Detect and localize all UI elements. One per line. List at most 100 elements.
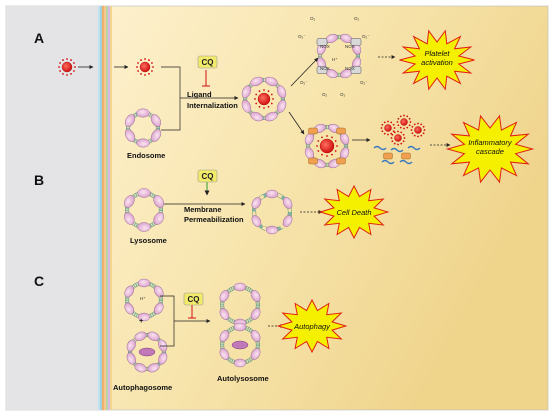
nox-label-3: NOX [320,66,330,71]
ligand-extracellular-dot [73,70,75,72]
o2-label-2: O₂ [354,16,360,21]
ligand-extracellular-dot [59,70,61,72]
ligand-extracellular-core [61,61,73,73]
ligand-in-endosome-dot [270,102,273,105]
dna-fragment [381,159,395,165]
h-plus-label-a: H⁺ [332,57,338,62]
ligand-intracellular-dot [140,59,142,61]
o2-radical-label-3: O₂⁻ [300,80,308,85]
released-ligand-dot [422,132,425,135]
label-autolysosome: Autolysosome [217,374,269,383]
released-ligand [396,114,412,130]
lysosome-permeabilized-protein [282,197,293,209]
autolysosome-top-protein [219,290,230,302]
ligand-intracellular-dot [140,73,142,75]
released-ligand-dot [402,133,405,136]
ligand-in-tlr-endosome-dot [331,153,333,156]
released-ligand-dot [393,127,396,129]
ligand-in-endosome-dot [263,89,265,91]
released-ligand-dot [413,134,416,137]
ligand-in-endosome [254,89,274,109]
dna-fragment [407,145,421,151]
label-lysosome: Lysosome [130,236,167,245]
panel-label-b: B [34,172,44,188]
autolysosome-top-protein [250,308,261,320]
released-ligand-dot [397,124,400,127]
tlr-protein [308,157,318,165]
internalization-bracket [161,66,181,131]
lysosome-c-protein [124,285,135,298]
ligand-extracellular-dot [70,73,72,75]
lysosome-b-protein [123,212,135,225]
released-ligand-dot [390,137,393,139]
released-ligand-dot [423,129,426,131]
released-ligand-dot [417,122,419,125]
o2-label-3: O₂ [322,92,328,97]
endosome-loaded-bilayer [243,78,285,120]
endosome-a-protein [136,108,150,118]
released-ligand-dot [408,124,411,127]
released-ligand-dot [400,142,403,145]
endosome-loaded-protein [264,76,278,87]
endosome-a-protein [150,129,162,142]
lysosome-c-protein [153,285,164,298]
autophagosome-protein [158,339,168,352]
endosome-loaded-protein [276,99,287,113]
released-ligand-core [384,124,392,132]
endosome-tlr-inner [309,128,345,164]
ligand-in-tlr-endosome-dot [331,136,333,139]
lysosome-c-protein [137,312,151,322]
arrow-to-nox [290,57,319,87]
autophagosome-protein [158,352,168,365]
ligand-extracellular-dot [73,62,75,64]
burst-inflammatory-cascade: Inflammatory cascade [445,114,535,184]
released-ligand-dot [399,115,402,118]
released-ligand-dot [411,132,414,135]
released-ligand [380,120,396,136]
endosome-a-protein [124,129,136,142]
o2-radical-label-2: O₂⁻ [362,34,370,39]
ligand-extracellular-dot [59,62,61,64]
label-ligand: Ligand [187,90,212,99]
lysosome-permeabilized-protein [282,215,293,227]
autolysosome-bottom-protein [219,348,230,360]
autophagosome-protein [147,363,160,373]
released-ligand-dot [397,143,399,146]
o2-label-1: O₂ [310,16,316,21]
endosome-loaded-protein [276,85,287,99]
released-ligand-dot [381,130,384,133]
autolysosome-top-protein [219,308,230,320]
nox-label-4: NOX [345,66,355,71]
ligand-in-tlr-endosome-dot [317,150,320,152]
endosome-loaded-protein [241,85,252,99]
nox-protein [350,66,362,74]
label-autophagosome: Autophagosome [113,383,172,392]
autophagosome-bilayer [128,333,166,371]
endosome-tlr [305,124,349,168]
label-membrane: Membrane [184,205,222,214]
ligand-extracellular-dot [66,58,68,60]
ligand-extracellular [58,58,76,76]
ligand-intracellular-core [139,61,151,73]
panel-label-a: A [34,30,44,46]
released-ligand-dot [413,123,416,126]
endosome-tlr-outer [305,124,349,168]
released-ligand-dot [422,125,425,128]
cell-membrane [98,6,112,410]
released-ligand-dot [411,125,414,128]
tlr-protein [308,127,318,135]
nox-protein [316,38,328,46]
dynamic-layer [58,33,426,373]
released-ligand-dot [417,135,419,138]
released-ligand-dot [387,133,389,136]
released-ligand-dot [400,131,403,134]
outcome-platelet-line2: activation [421,58,453,67]
released-ligand-dot [393,142,396,145]
ligand-extracellular-dot [70,59,72,61]
released-ligand-core [394,134,402,142]
ligand-intracellular-dot [148,73,150,75]
released-ligand-dot [403,127,405,130]
released-ligand-dot [393,131,396,134]
autolysosome-bottom-protein [233,358,247,368]
burst-cell-death: Cell Death [318,184,390,240]
